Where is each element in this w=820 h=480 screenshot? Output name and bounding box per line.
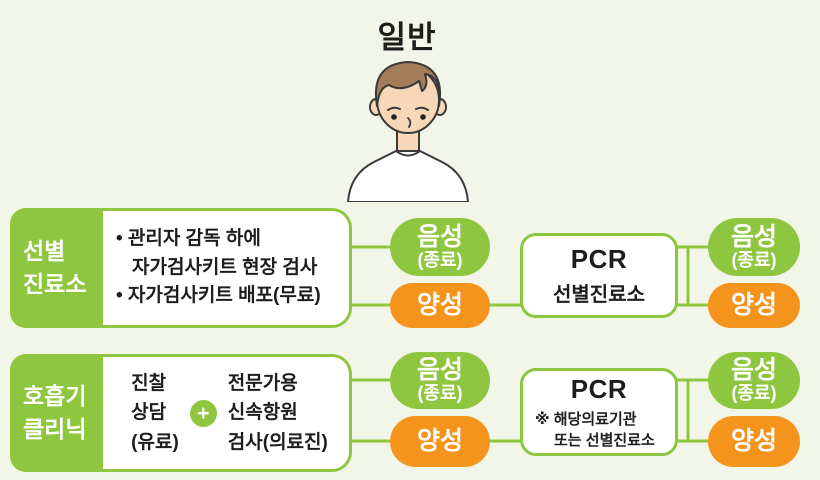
rat-column: 전문가용 신속항원 검사(의료진) [228, 369, 328, 457]
row1-negative-pill: 음성 (종료) [390, 218, 490, 276]
rat-text: 신속항원 [227, 402, 298, 424]
negative-sub-label: (종료) [417, 249, 463, 270]
label-line: 호흡기 [23, 382, 87, 409]
row1-positive-pill: 양성 [390, 283, 490, 328]
screening-center-box: 선별 진료소 • 관리자 감독 하에 자가검사키트 현장 검사 • 자가검사키트… [10, 208, 352, 328]
negative-label: 음성 [416, 222, 463, 251]
pcr-note: ※ 해당의료기관 또는 선별진료소 [535, 409, 663, 451]
respiratory-clinic-description: 진찰 상담 (유료) + 전문가용 신속항원 검사(의료진) [103, 354, 352, 472]
pcr-subtitle: 선별진료소 [553, 284, 645, 306]
bullet-text-cont: 자가검사키트 현장 검사 [132, 256, 318, 278]
positive-label: 양성 [730, 291, 777, 319]
page-title: 일반 [377, 20, 437, 55]
label-line: 클리닉 [23, 416, 87, 442]
positive-label: 양성 [416, 427, 463, 455]
bullet-text: • 자가검사키트 배포(무료) [116, 285, 321, 307]
row1-final-negative-pill: 음성 (종료) [708, 218, 800, 276]
pcr-title: PCR [570, 244, 628, 274]
row1-pcr-box: PCR 선별진료소 [520, 233, 678, 318]
row2-negative-pill: 음성 (종료) [390, 352, 490, 409]
positive-label: 양성 [416, 291, 463, 319]
negative-label: 음성 [730, 222, 777, 251]
row2-pcr-box: PCR ※ 해당의료기관 또는 선별진료소 [520, 368, 678, 456]
row2-final-positive-pill: 양성 [708, 416, 800, 467]
negative-sub-label: (종료) [731, 249, 777, 270]
exam-text: (유료) [131, 431, 179, 453]
plus-icon: + [189, 399, 217, 427]
label-line: 진료소 [23, 271, 87, 297]
screening-center-description: • 관리자 감독 하에 자가검사키트 현장 검사 • 자가검사키트 배포(무료) [103, 208, 352, 328]
rat-text: 검사(의료진) [227, 431, 328, 453]
pcr-note-line: 또는 선별진료소 [554, 431, 655, 449]
positive-label: 양성 [730, 427, 777, 455]
negative-sub-label: (종료) [417, 383, 463, 404]
rat-text: 전문가용 [227, 372, 298, 394]
negative-label: 음성 [730, 356, 777, 385]
pcr-title: PCR [570, 373, 628, 404]
screening-center-label: 선별 진료소 [10, 208, 103, 328]
row1-final-positive-pill: 양성 [708, 283, 800, 328]
exam-text: 진찰 [131, 372, 167, 394]
row2-final-negative-pill: 음성 (종료) [708, 352, 800, 409]
negative-sub-label: (종료) [731, 383, 777, 404]
respiratory-clinic-box: 호흡기 클리닉 진찰 상담 (유료) + 전문가용 신속항원 검사(의료진) [10, 354, 352, 472]
exam-text: 상담 [131, 402, 167, 424]
negative-label: 음성 [416, 356, 463, 385]
exam-column: 진찰 상담 (유료) [131, 369, 179, 457]
label-line: 선별 [23, 237, 66, 264]
bullet-text: • 관리자 감독 하에 [116, 228, 261, 250]
respiratory-clinic-label: 호흡기 클리닉 [10, 354, 103, 472]
pcr-note-line: ※ 해당의료기관 [535, 410, 637, 428]
row2-positive-pill: 양성 [390, 416, 490, 467]
person-icon [347, 61, 469, 202]
